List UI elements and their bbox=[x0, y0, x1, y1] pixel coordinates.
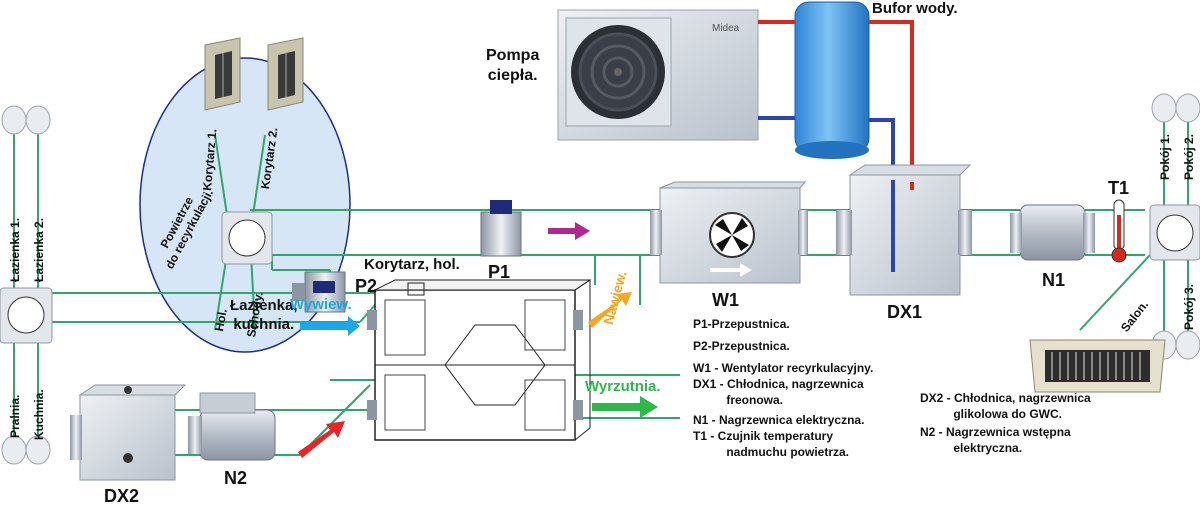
label-pokoj2: Pokój 2. bbox=[1182, 133, 1196, 180]
heat-pump: Midea bbox=[557, 9, 759, 141]
label-pralnia: Pralnia. bbox=[8, 394, 22, 438]
legend-item: DX1 - Chłodnica, nagrzewnica freonowa. bbox=[693, 377, 864, 407]
label-wywiew: Wywiew. bbox=[290, 296, 352, 313]
brand-logo: Midea bbox=[712, 23, 740, 34]
label-t1: T1 bbox=[1108, 178, 1130, 198]
label-pokoj3: Pokój 3. bbox=[1182, 283, 1196, 330]
legend-item: N1 - Nagrzewnica elektryczna. bbox=[693, 413, 865, 427]
legend-item: DX2 - Chłodnica, nagrzewnica glikolowa d… bbox=[920, 391, 1091, 421]
label-pompa: Pompa ciepła. bbox=[486, 47, 540, 84]
legend-right: DX2 - Chłodnica, nagrzewnica glikolowa d… bbox=[920, 390, 1160, 456]
terminal-diffusers bbox=[1, 93, 1200, 465]
legend-item: N2 - Nagrzewnica wstępna elektryczna. bbox=[920, 425, 1071, 455]
label-bufor: Bufor wody. bbox=[872, 0, 958, 17]
legend-item: W1 - Wentylator recyrkulacyjny. bbox=[693, 361, 874, 375]
arrow-wywiew bbox=[300, 316, 360, 336]
heater-n2 bbox=[188, 392, 276, 461]
legend-item: P1-Przepustnica. bbox=[693, 317, 790, 331]
heater-n1 bbox=[1010, 204, 1095, 261]
plenum-box-recirculation bbox=[221, 211, 273, 265]
label-p1: P1 bbox=[488, 262, 511, 282]
recirculation-bubble bbox=[139, 57, 351, 353]
label-dx1: DX1 bbox=[887, 302, 923, 322]
label-lazienka-kuchnia: Łazienka, kuchnia. bbox=[230, 297, 298, 333]
label-lazienka2: Łazienka 2. bbox=[32, 217, 46, 282]
label-p2: P2 bbox=[355, 276, 378, 296]
coil-dx2 bbox=[70, 384, 187, 481]
damper-p2 bbox=[292, 271, 346, 313]
arrow-intake bbox=[298, 421, 345, 458]
salon-grille-icon bbox=[1029, 339, 1166, 393]
label-kuchnia: Kuchnia. bbox=[32, 389, 46, 440]
water-buffer-tank bbox=[794, 1, 870, 159]
legend-left: P1-Przepustnica. P2-Przepustnica. W1 - W… bbox=[693, 316, 953, 460]
label-lazienka1: Łazienka 1. bbox=[8, 217, 22, 282]
air-handling-unit bbox=[367, 279, 592, 441]
arrow-nawiew bbox=[588, 292, 632, 328]
label-wyrzutnia: Wyrzutnia. bbox=[585, 378, 661, 395]
arrow-wyrzutnia bbox=[592, 396, 658, 418]
legend-item: P2-Przepustnica. bbox=[693, 339, 790, 353]
fan-icon bbox=[715, 218, 749, 252]
damper-p1 bbox=[480, 200, 522, 257]
arrow-supply-p1 bbox=[548, 222, 590, 240]
thermometer-icon bbox=[1111, 199, 1127, 263]
label-korytarz-hol: Korytarz, hol. bbox=[364, 256, 460, 273]
legend-item: T1 - Czujnik temperatury nadmuchu powiet… bbox=[693, 429, 850, 459]
plenum-box-right bbox=[1149, 204, 1200, 261]
label-w1: W1 bbox=[712, 290, 739, 310]
plenum-box-left bbox=[0, 287, 53, 344]
label-dx2: DX2 bbox=[104, 486, 140, 506]
vent-grille-icon bbox=[267, 37, 304, 111]
vent-grille-icon bbox=[204, 37, 241, 111]
label-pokoj1: Pokój 1. bbox=[1158, 133, 1172, 180]
fan-w1 bbox=[650, 181, 808, 284]
label-n1: N1 bbox=[1042, 270, 1066, 290]
coil-dx1 bbox=[836, 164, 972, 296]
label-n2: N2 bbox=[224, 468, 248, 488]
